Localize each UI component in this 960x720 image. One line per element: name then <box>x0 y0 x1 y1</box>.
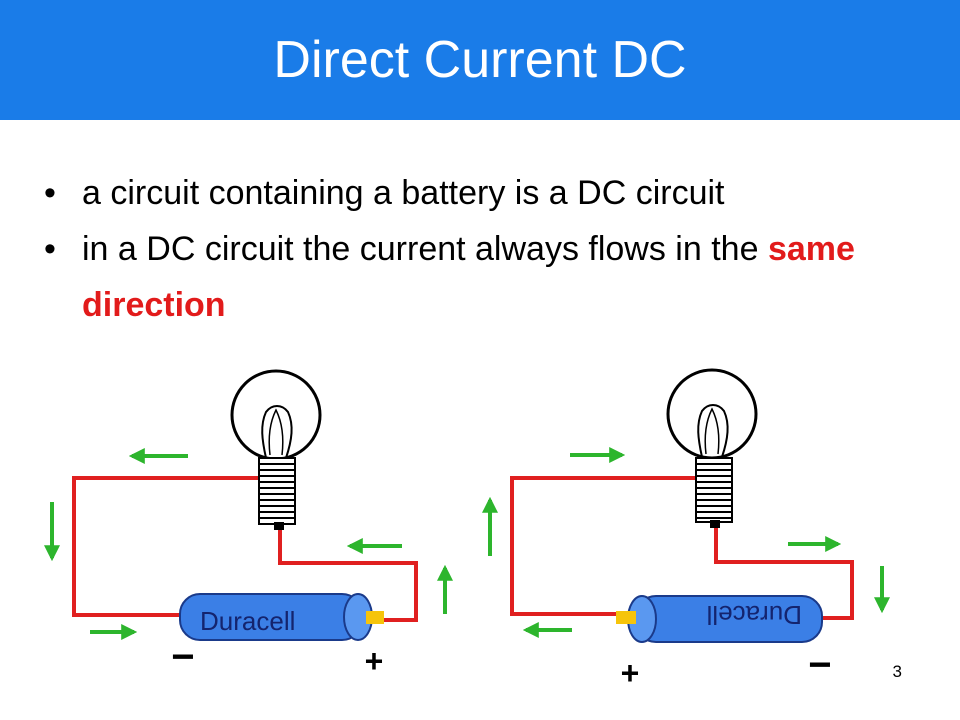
plus-sign: + <box>621 655 640 691</box>
left-circuit: Duracell − + <box>44 369 453 679</box>
page-number: 3 <box>892 662 902 681</box>
bullet-symbol: • <box>44 230 56 268</box>
battery-label: Duracell <box>200 606 295 636</box>
wire <box>510 476 712 616</box>
wire <box>278 526 418 622</box>
plus-sign: + <box>365 643 384 679</box>
battery-icon: Duracell <box>179 593 384 641</box>
bullet-text: in a DC circuit the current always flows… <box>82 230 759 268</box>
bullet-text: a circuit containing a battery is a DC c… <box>82 174 725 212</box>
bullet-list: • a circuit containing a battery is a DC… <box>44 165 924 333</box>
bullet-item: • a circuit containing a battery is a DC… <box>44 165 924 221</box>
circuit-diagrams: Duracell − + <box>44 368 890 691</box>
light-bulb-icon <box>666 368 758 528</box>
bullet-symbol: • <box>44 174 56 212</box>
slide-title: Direct Current DC <box>273 31 687 89</box>
light-bulb-icon <box>230 369 322 530</box>
title-bar: Direct Current DC <box>0 0 960 120</box>
minus-sign: − <box>171 635 194 679</box>
wire <box>72 476 276 617</box>
emphasis-text: same direction <box>82 230 855 324</box>
wire <box>714 526 854 620</box>
right-circuit: Duracell + − <box>482 368 890 691</box>
battery-label: Duracell <box>707 600 802 630</box>
bullet-item: • in a DC circuit the current always flo… <box>44 221 924 333</box>
current-arrows <box>482 447 890 638</box>
battery-icon: Duracell <box>616 595 823 643</box>
current-arrows <box>44 448 453 640</box>
minus-sign: − <box>808 643 831 687</box>
